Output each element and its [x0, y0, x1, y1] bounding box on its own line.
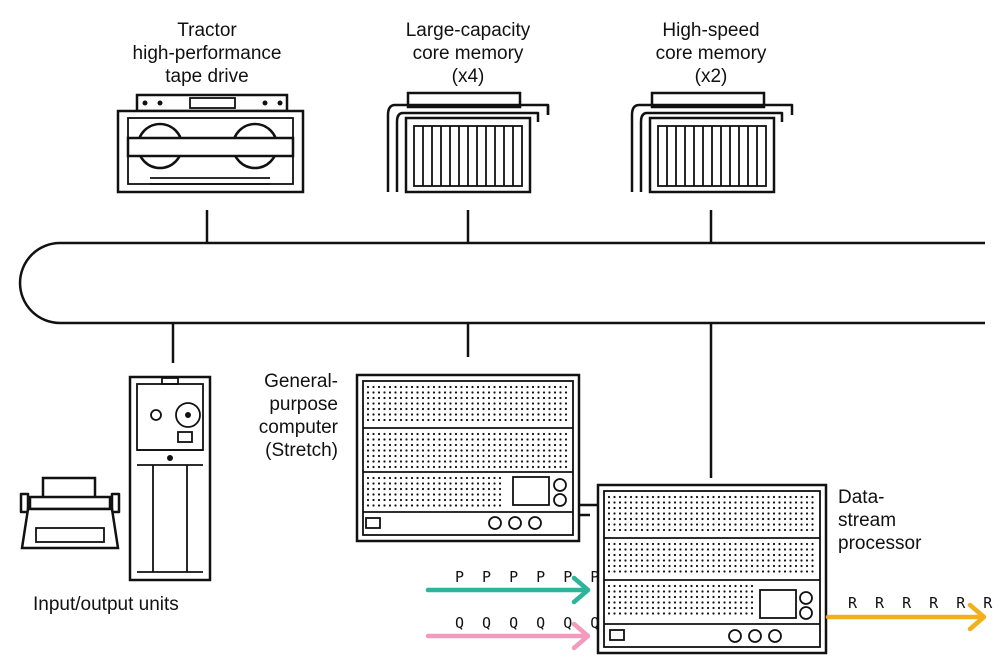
stream-q-arrow: [425, 621, 591, 651]
label-line: high-performance: [132, 43, 282, 64]
computer-label: General- purpose computer (Stretch): [259, 370, 338, 462]
tape-drive-label: Tractor high-performance tape drive: [133, 19, 282, 88]
label-line: processor: [838, 533, 922, 554]
fast-memory-label: High-speed core memory (x2): [656, 19, 767, 88]
tape-drive-icon: [116, 93, 305, 194]
dsp-label: Data- stream processor: [838, 486, 921, 555]
stream-r-text: R R R R R R: [848, 594, 997, 612]
core-memory-icon: [630, 91, 794, 194]
computer-cabinet-icon: [355, 373, 581, 543]
label-line: (Stretch): [265, 440, 338, 461]
stream-r-arrow: [825, 602, 987, 632]
label-line: Tractor: [177, 20, 237, 41]
label-line: Large-capacity: [405, 20, 531, 41]
label-line: core memory: [655, 43, 767, 64]
label-line: (x4): [451, 66, 485, 87]
data-bus: [18, 241, 985, 325]
label-line: stream: [838, 510, 897, 531]
label-line: purpose: [269, 394, 338, 415]
label-line: tape drive: [165, 66, 249, 87]
core-memory-icon: [386, 91, 550, 194]
label-line: computer: [258, 417, 338, 438]
label-line: General-: [264, 371, 338, 392]
label-line: (x2): [694, 66, 728, 87]
label-line: High-speed: [662, 20, 760, 41]
typewriter-icon: [19, 476, 121, 550]
stream-q-text: Q Q Q Q Q Q: [455, 614, 604, 632]
large-memory-label: Large-capacity core memory (x4): [406, 19, 531, 88]
stream-p-arrow: [425, 575, 591, 605]
label-line: Data-: [838, 487, 885, 508]
io-units-label: Input/output units: [33, 594, 179, 615]
computer-cabinet-icon: [596, 483, 828, 655]
label-line: core memory: [412, 43, 524, 64]
stream-p-text: P P P P P P: [455, 568, 604, 586]
tape-cabinet-icon: [128, 375, 212, 582]
